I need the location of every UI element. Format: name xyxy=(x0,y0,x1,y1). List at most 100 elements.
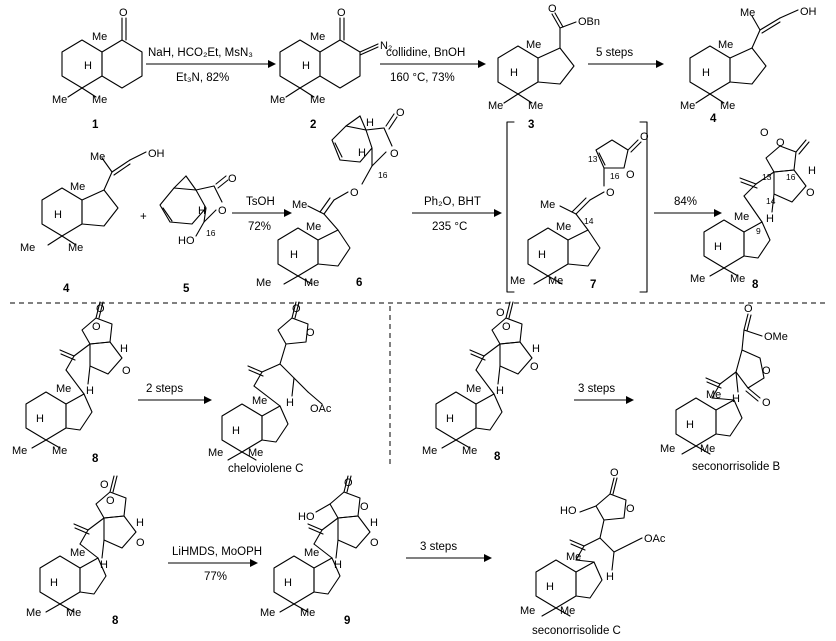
position-9: 9 xyxy=(756,226,761,236)
hydrogen-label: H xyxy=(86,385,94,397)
position-14: 14 xyxy=(584,216,594,226)
oxygen-label: O xyxy=(626,169,635,181)
methyl-label: Me xyxy=(310,31,325,43)
cheloviolene-c-structure: O O H OAc Me H Me Me xyxy=(208,301,332,461)
compound-3-structure: O OBn Me H Me Me xyxy=(488,3,600,112)
hydrogen-label: H xyxy=(302,60,310,72)
hydrogen-label: H xyxy=(446,413,454,425)
condition-4-bottom: 72% xyxy=(248,221,271,233)
arrowhead xyxy=(484,554,492,562)
methyl-label: Me xyxy=(528,100,543,112)
methyl-label: Me xyxy=(510,275,525,287)
methyl-label: Me xyxy=(70,181,85,193)
methyl-label: Me xyxy=(256,277,271,289)
methyl-label: Me xyxy=(92,31,107,43)
compound-number-2: 2 xyxy=(310,119,316,131)
hydrogen-label: H xyxy=(232,425,240,437)
compound-4-structure: Me OH Me H Me Me xyxy=(680,6,817,112)
methyl-label: Me xyxy=(734,211,749,223)
compound-6-structure: H O O H 16 O Me Me H Me Me xyxy=(256,107,405,289)
arrowhead xyxy=(250,559,258,567)
compound-number-8: 8 xyxy=(752,279,759,291)
methyl-label: Me xyxy=(252,395,267,407)
methyl-label: Me xyxy=(248,447,263,459)
hydrogen-label: H xyxy=(546,581,554,593)
hydrogen-label: H xyxy=(808,165,816,177)
position-13: 13 xyxy=(588,154,598,164)
position-16: 16 xyxy=(378,170,388,180)
arrowhead xyxy=(626,396,634,404)
compound-number-3: 3 xyxy=(528,119,534,131)
oxygen-label: O xyxy=(762,397,771,409)
methyl-label: Me xyxy=(526,39,541,51)
oxygen-label: O xyxy=(350,187,359,199)
oxygen-label: O xyxy=(370,537,379,549)
hydrogen-label: H xyxy=(366,117,374,129)
seconorrisolide-b-structure: O OMe O O H Me H Me Me xyxy=(660,303,788,455)
oxygen-label: O xyxy=(548,3,557,15)
hydrogen-label: H xyxy=(36,413,44,425)
diazo-label: N₂ xyxy=(380,40,392,52)
methyl-label: Me xyxy=(660,443,675,455)
seconorrisolide-c-structure: O O HO OAc H Me H Me Me xyxy=(520,467,666,617)
oxygen-label: O xyxy=(606,187,615,199)
compound-4-structure: Me OH Me H Me Me xyxy=(20,148,165,254)
hydrogen-label: H xyxy=(50,577,58,589)
oxygen-label: O xyxy=(502,321,511,333)
hydrogen-label: H xyxy=(100,559,108,571)
methyl-label: Me xyxy=(462,445,477,457)
oxygen-label: O xyxy=(390,148,399,160)
oxygen-label: O xyxy=(96,303,105,315)
position-14: 14 xyxy=(766,196,776,206)
hydrogen-label: H xyxy=(496,385,504,397)
condition-6-top: 84% xyxy=(674,196,697,208)
methyl-label: Me xyxy=(260,607,275,619)
oxygen-label: O xyxy=(344,477,353,489)
methyl-label: Me xyxy=(540,199,555,211)
hydroxyl-label: HO xyxy=(560,505,577,517)
condition-2-top: collidine, BnOH xyxy=(386,47,465,59)
oxygen-label: O xyxy=(100,479,109,491)
oxygen-label: O xyxy=(106,495,115,507)
arrowhead xyxy=(494,209,502,217)
methyl-label: Me xyxy=(700,443,715,455)
plus-sign: + xyxy=(140,211,147,223)
oxygen-label: O xyxy=(136,537,145,549)
condition-5-top: Ph₂O, BHT xyxy=(424,196,481,208)
hydroxyl-label: HO xyxy=(178,235,195,247)
condition-9-bottom: 77% xyxy=(204,571,227,583)
hydrogen-label: H xyxy=(136,517,144,529)
methyl-label: Me xyxy=(292,199,307,211)
product-name-cheloviolene-c: cheloviolene C xyxy=(228,463,303,475)
arrowhead xyxy=(284,209,292,217)
methyl-label: Me xyxy=(52,94,67,106)
compound-number-5: 5 xyxy=(183,283,190,295)
left-bracket xyxy=(506,121,515,293)
hydroxyl-label: OH xyxy=(800,6,817,18)
oxygen-label: O xyxy=(744,303,753,315)
methyl-label: Me xyxy=(92,94,107,106)
methyl-label: Me xyxy=(690,273,705,285)
oxygen-label: O xyxy=(228,173,237,185)
hydrogen-label: H xyxy=(370,517,378,529)
oxygen-label: O xyxy=(496,307,505,319)
methyl-label: Me xyxy=(306,221,321,233)
compound-number-1: 1 xyxy=(92,119,99,131)
benzyloxy-label: OBn xyxy=(578,16,600,28)
compound-8-structure: O O H O H Me H Me Me xyxy=(422,301,540,457)
methyl-label: Me xyxy=(422,445,437,457)
oxygen-label: O xyxy=(760,127,769,139)
condition-9-top: LiHMDS, MoOPH xyxy=(172,546,262,558)
hydrogen-label: H xyxy=(358,147,366,159)
oxygen-label: O xyxy=(306,327,315,339)
condition-7-top: 2 steps xyxy=(146,383,183,395)
compound-number-7: 7 xyxy=(590,279,596,291)
hydrogen-label: H xyxy=(284,577,292,589)
product-name-seconorrisolide-c: seconorrisolide C xyxy=(532,625,621,637)
hydrogen-label: H xyxy=(198,205,206,217)
oxygen-label: O xyxy=(337,7,346,19)
oxygen-label: O xyxy=(92,321,101,333)
hydrogen-label: H xyxy=(714,241,722,253)
hydrogen-label: H xyxy=(286,397,294,409)
